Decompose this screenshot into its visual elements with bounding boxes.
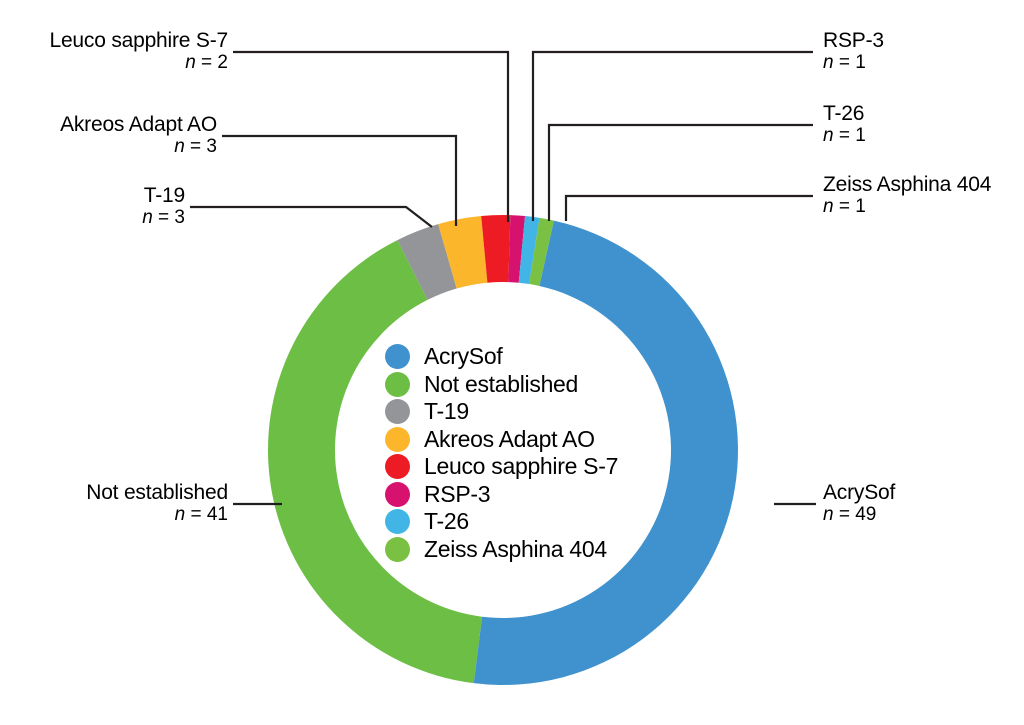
callout-label: Not established	[86, 481, 228, 504]
n-value: = 41	[190, 503, 228, 525]
legend-item-acrysof: AcrySof	[385, 343, 618, 371]
legend-item-zeiss-asphina-404: Zeiss Asphina 404	[385, 536, 618, 564]
callout-count: n = 2	[0, 51, 228, 74]
leader-line-leuco	[233, 50, 510, 222]
leader-line-zeiss	[564, 194, 813, 221]
n-value: = 1	[838, 51, 866, 73]
callout-label: Zeiss Asphina 404	[823, 173, 992, 196]
callout-label: AcrySof	[823, 481, 896, 504]
legend-swatch-icon	[385, 371, 410, 397]
donut-slices	[267, 215, 738, 685]
legend-item-label: Not established	[424, 370, 579, 397]
legend-swatch-icon	[385, 426, 410, 452]
n-value: = 3	[190, 135, 217, 157]
legend-item-label: Leuco sapphire S-7	[424, 453, 619, 480]
leader-lines	[190, 50, 816, 506]
n-italic: n	[185, 51, 196, 73]
leader-line-t19	[190, 205, 433, 228]
callout-label: T-26	[823, 102, 865, 125]
legend-swatch-icon	[385, 536, 410, 562]
legend-swatch-icon	[385, 454, 410, 480]
callout-acrysof: AcrySof n = 49	[823, 481, 896, 526]
n-italic: n	[174, 135, 185, 157]
legend-item-leuco-sapphire-s-7: Leuco sapphire S-7	[385, 453, 618, 481]
legend-item-label: AcrySof	[424, 343, 503, 370]
n-italic: n	[174, 503, 186, 525]
callout-t26: T-26 n = 1	[823, 102, 866, 147]
callout-zeiss-asphina-404: Zeiss Asphina 404 n = 1	[823, 173, 992, 218]
n-italic: n	[823, 503, 834, 525]
legend-item-label: RSP-3	[424, 480, 491, 507]
callout-label: Akreos Adapt AO	[60, 113, 217, 136]
n-value: = 2	[201, 51, 228, 73]
callout-count: n = 3	[0, 206, 185, 229]
n-value: = 1	[838, 195, 866, 217]
callout-label: RSP-3	[823, 29, 884, 52]
callout-leuco-sapphire-s7: Leuco sapphire S-7 n = 2	[0, 29, 228, 74]
n-italic: n	[823, 124, 834, 146]
callout-akreos-adapt-ao: Akreos Adapt AO n = 3	[0, 113, 217, 158]
leader-line-rsp3	[531, 50, 813, 221]
n-value: = 1	[838, 124, 866, 146]
callout-count: n = 3	[0, 135, 217, 158]
callout-count: n = 1	[823, 124, 866, 147]
legend-item-label: Zeiss Asphina 404	[424, 535, 607, 562]
n-value: = 49	[838, 503, 877, 525]
legend-item-not-established: Not established	[385, 371, 618, 399]
n-value: = 3	[158, 206, 185, 228]
donut-slice-rsp-3	[508, 215, 525, 283]
legend-swatch-icon	[385, 509, 410, 535]
callout-count: n = 41	[0, 503, 228, 526]
legend-item-label: Akreos Adapt AO	[424, 425, 595, 452]
donut-slice-not-established	[267, 240, 483, 684]
leader-line-akreos	[222, 134, 458, 226]
donut-slice-t-19	[397, 224, 457, 300]
callout-rsp3: RSP-3 n = 1	[823, 29, 884, 74]
legend-swatch-icon	[385, 481, 410, 507]
callout-count: n = 1	[823, 51, 884, 74]
leader-line-t26	[547, 123, 813, 221]
n-italic: n	[823, 195, 834, 217]
donut-slice-leuco-sapphire-s-7	[481, 215, 511, 283]
donut-slice-acrysof	[473, 220, 738, 685]
legend-item-label: T-19	[424, 398, 469, 425]
callout-label: Leuco sapphire S-7	[49, 29, 228, 52]
legend-item-t-19: T-19	[385, 398, 618, 426]
callout-t19: T-19 n = 3	[0, 184, 185, 229]
legend-item-t-26: T-26	[385, 508, 618, 536]
donut-slice-akreos-adapt-ao	[438, 216, 488, 289]
callout-label: T-19	[143, 184, 185, 207]
legend-swatch-icon	[385, 399, 410, 425]
legend-item-akreos-adapt-ao: Akreos Adapt AO	[385, 426, 618, 454]
n-italic: n	[142, 206, 153, 228]
legend-item-rsp-3: RSP-3	[385, 481, 618, 509]
callout-count: n = 49	[823, 503, 895, 526]
donut-slice-t-26	[518, 216, 540, 285]
legend-item-label: T-26	[424, 508, 469, 535]
donut-slice-zeiss-asphina-404	[529, 217, 554, 286]
n-italic: n	[823, 51, 834, 73]
callout-count: n = 1	[823, 195, 991, 218]
legend-swatch-icon	[385, 344, 410, 370]
callout-not-established: Not established n = 41	[0, 481, 228, 526]
